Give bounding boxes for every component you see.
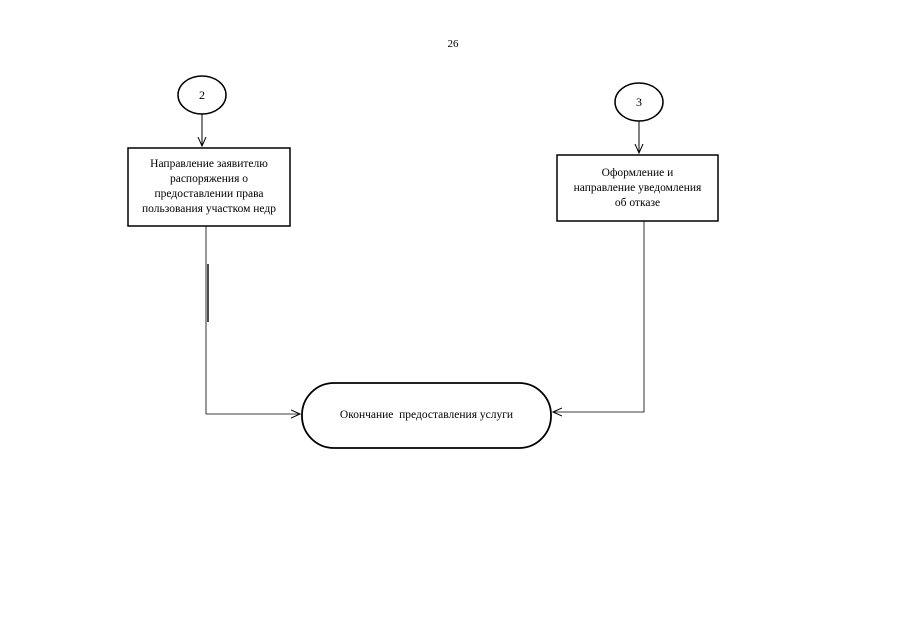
right-box-text: Оформление и направление уведомления об … bbox=[573, 166, 702, 209]
left-flow-line bbox=[205, 226, 300, 414]
left-box-text: Направление заявителю распоряжения о пре… bbox=[142, 158, 276, 215]
page-number: 26 bbox=[447, 38, 459, 50]
connector-label-3: 3 bbox=[636, 94, 642, 109]
end-terminator bbox=[301, 382, 552, 449]
left-process-box bbox=[127, 147, 291, 227]
right-process-box bbox=[556, 154, 719, 222]
right-flow-line bbox=[553, 221, 645, 412]
connector-label-2: 2 bbox=[199, 87, 205, 102]
terminator-text: Окончание предоставления услуги bbox=[339, 409, 514, 421]
